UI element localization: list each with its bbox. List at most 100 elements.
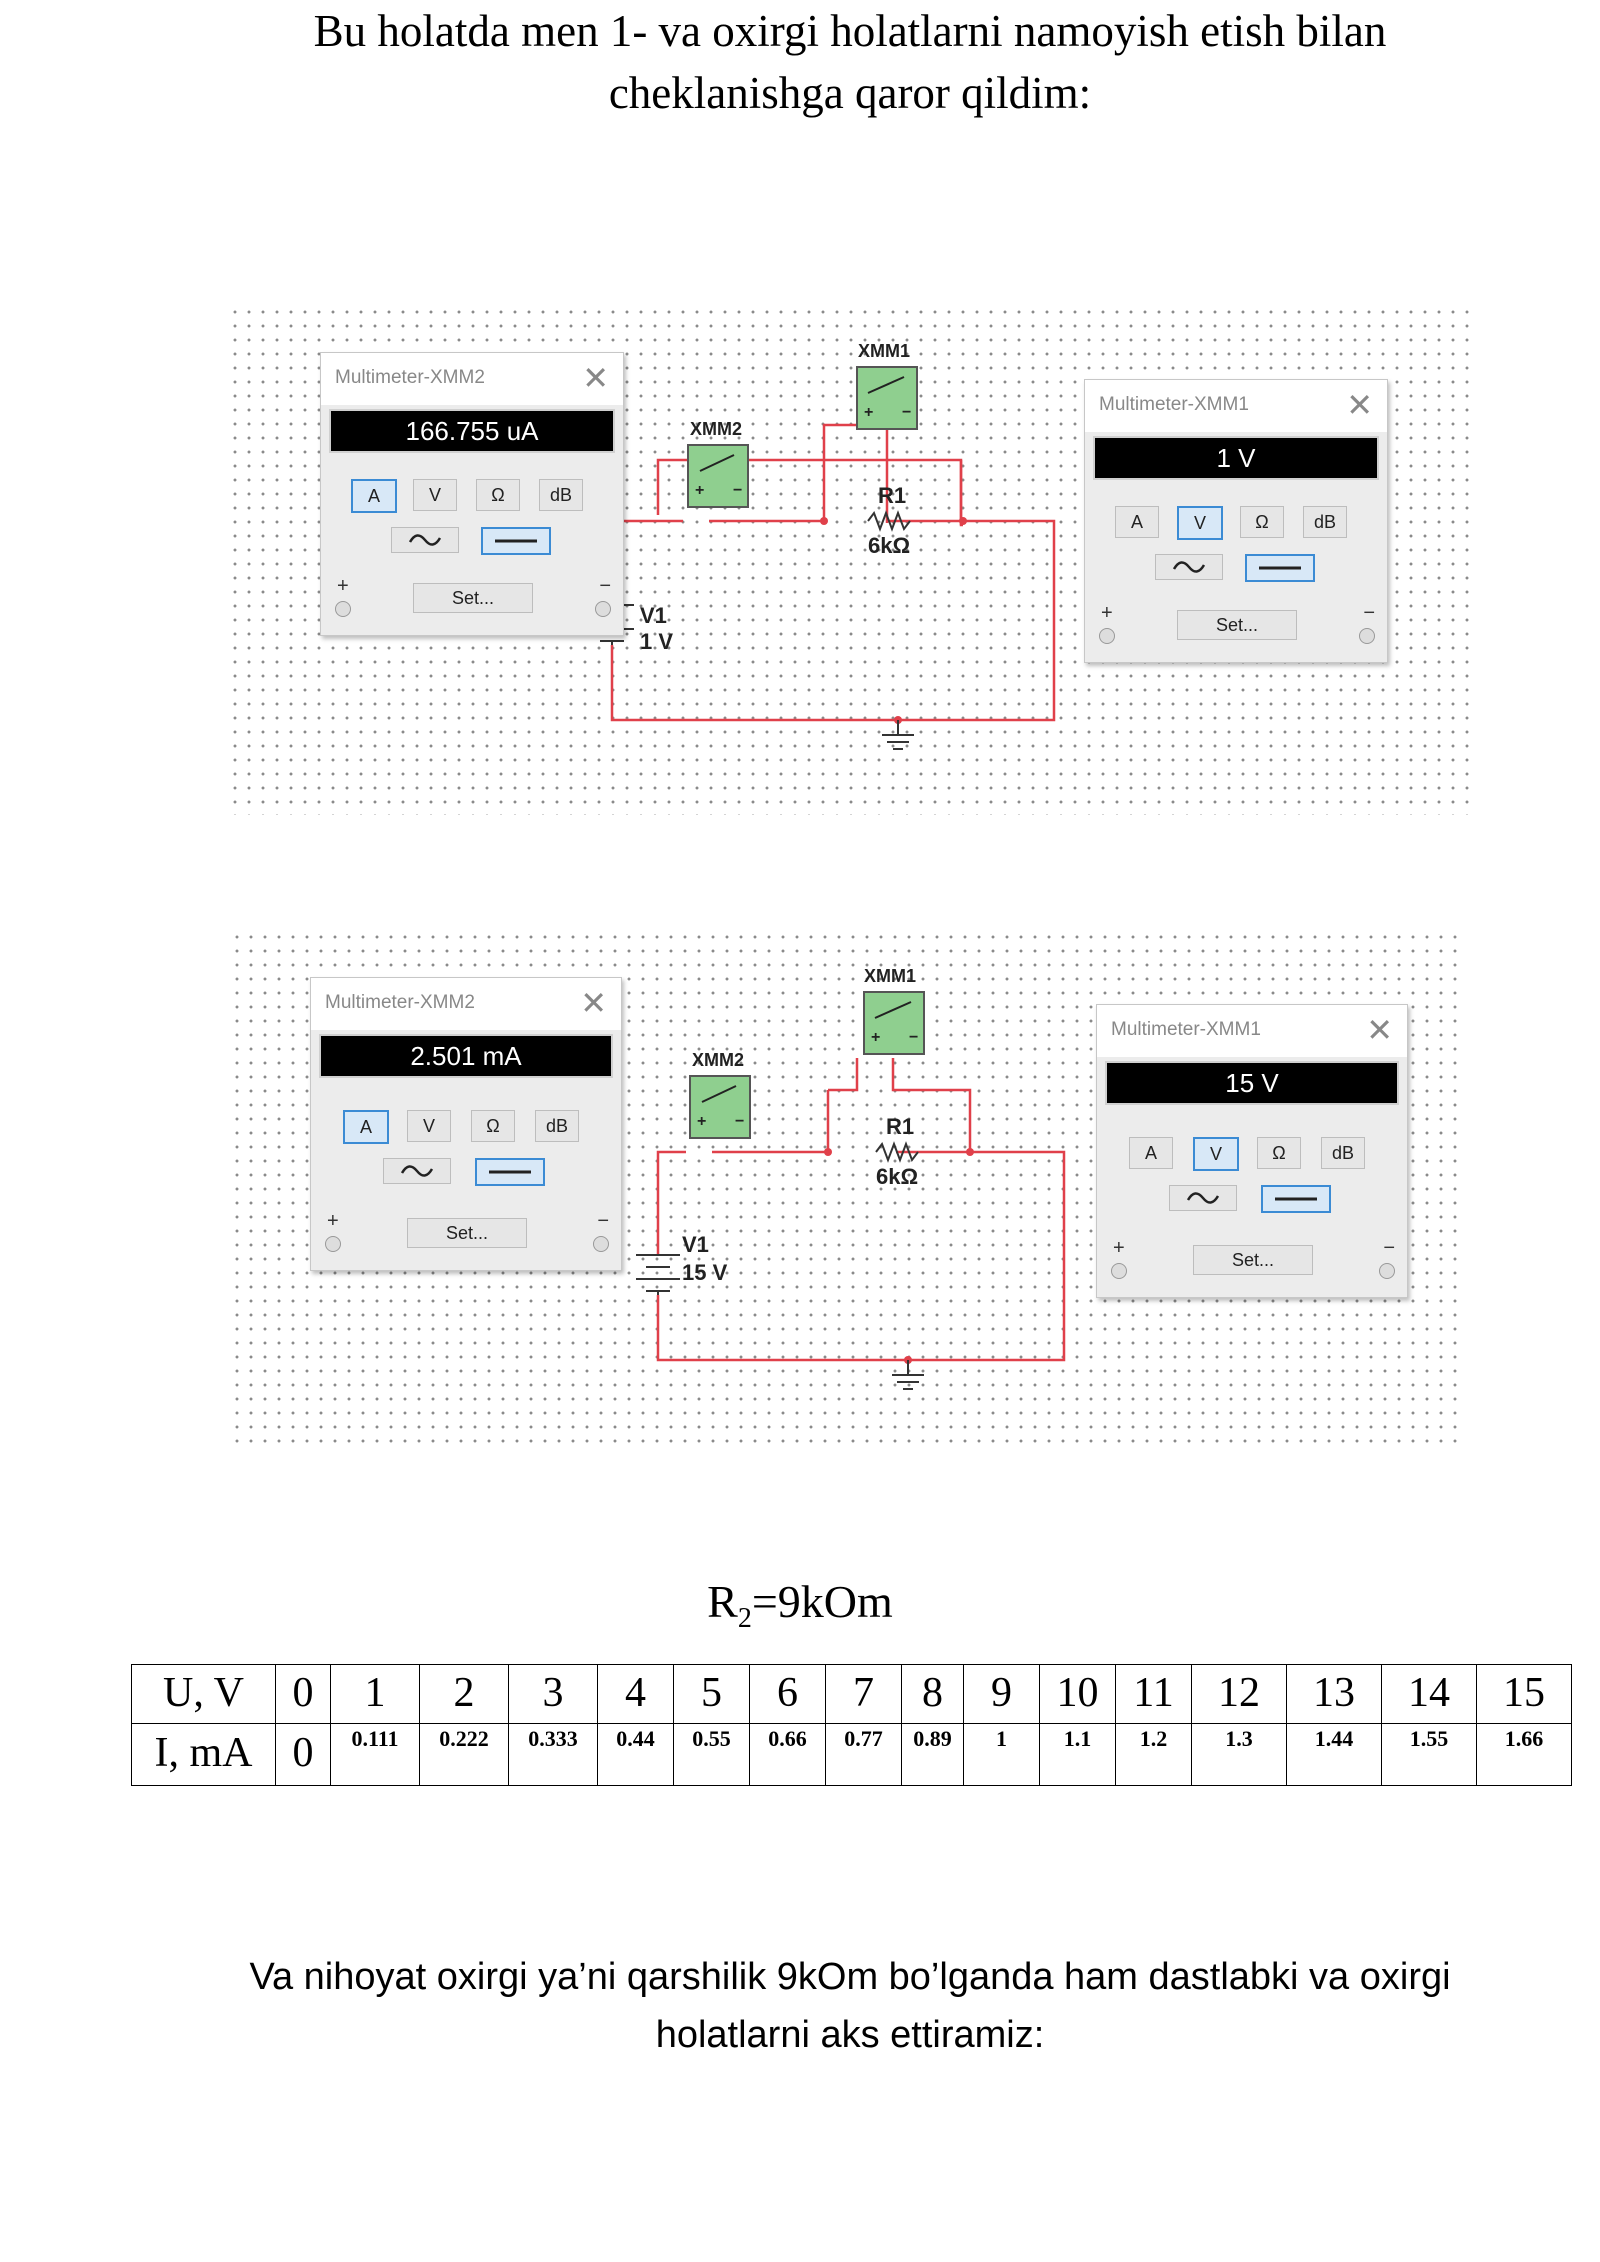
- closing-paragraph: Va nihoyat oxirgi ya’ni qarshilik 9kOm b…: [180, 1948, 1520, 2064]
- mode-button-db[interactable]: dB: [1303, 506, 1347, 538]
- current-cell: 0.44: [597, 1723, 674, 1786]
- mode-button-volt[interactable]: V: [413, 479, 457, 511]
- voltage-cell: 4: [597, 1664, 674, 1724]
- multimeter-titlebar[interactable]: Multimeter-XMM2 ✕: [321, 353, 623, 405]
- set-button[interactable]: Set...: [1193, 1245, 1313, 1275]
- r1-value: 6kΩ: [868, 533, 910, 558]
- circuit-screenshot-2: + − + − XMM1 XMM2 R1 6kΩ V1 15 V Multime…: [230, 930, 1462, 1452]
- mode-button-db[interactable]: dB: [539, 479, 583, 511]
- multimeter-display: 2.501 mA: [319, 1034, 613, 1078]
- multimeter-xmm1-window[interactable]: Multimeter-XMM1 ✕ 15 V A V Ω dB + − Set.…: [1096, 1004, 1408, 1298]
- multimeter-title: Multimeter-XMM2: [335, 367, 485, 388]
- voltage-cell: 3: [508, 1664, 598, 1724]
- set-button[interactable]: Set...: [413, 583, 533, 613]
- close-icon[interactable]: ✕: [1346, 387, 1373, 423]
- multimeter-xmm2-window[interactable]: Multimeter-XMM2 ✕ 166.755 uA A V Ω dB + …: [320, 352, 624, 636]
- minus-terminal-label: −: [599, 575, 611, 597]
- mode-button-ohm[interactable]: Ω: [1240, 506, 1284, 538]
- dc-line-icon: [489, 1170, 531, 1174]
- voltage-cell: 2: [419, 1664, 509, 1724]
- voltage-cell: 8: [901, 1664, 964, 1724]
- set-button[interactable]: Set...: [407, 1218, 527, 1248]
- xmm1-label: XMM1: [858, 341, 910, 361]
- svg-text:+: +: [697, 1113, 706, 1130]
- mode-button-ampere[interactable]: A: [343, 1110, 389, 1144]
- xmm2-label: XMM2: [690, 419, 742, 439]
- current-cell: 1.66: [1476, 1723, 1572, 1786]
- mode-button-volt[interactable]: V: [407, 1110, 451, 1142]
- dc-line-button[interactable]: [475, 1158, 545, 1186]
- r1-label: R1: [878, 483, 906, 508]
- sine-wave-icon: [400, 1165, 434, 1177]
- mode-button-db[interactable]: dB: [535, 1110, 579, 1142]
- multimeter-xmm1-window[interactable]: Multimeter-XMM1 ✕ 1 V A V Ω dB + − Set..…: [1084, 379, 1388, 663]
- voltage-cell: 5: [673, 1664, 750, 1724]
- minus-terminal[interactable]: [1379, 1263, 1395, 1279]
- plus-terminal[interactable]: [335, 601, 351, 617]
- mode-button-volt[interactable]: V: [1193, 1137, 1239, 1171]
- mode-button-ohm[interactable]: Ω: [471, 1110, 515, 1142]
- mode-button-db[interactable]: dB: [1321, 1137, 1365, 1169]
- svg-text:+: +: [864, 404, 873, 421]
- dc-line-button[interactable]: [1245, 554, 1315, 582]
- minus-terminal[interactable]: [593, 1236, 609, 1252]
- svg-text:−: −: [909, 1029, 918, 1046]
- xmm1-label: XMM1: [864, 966, 916, 986]
- plus-terminal[interactable]: [325, 1236, 341, 1252]
- xmm2-label: XMM2: [692, 1050, 744, 1070]
- current-cell: 0.333: [508, 1723, 598, 1786]
- multimeter-xmm2-window[interactable]: Multimeter-XMM2 ✕ 2.501 mA A V Ω dB + − …: [310, 977, 622, 1271]
- svg-text:−: −: [733, 482, 742, 499]
- current-cell: 1.2: [1115, 1723, 1192, 1786]
- circuit-schematic-1: + − + − XMM1 XMM2 R1 6kΩ V1 1 V: [590, 341, 1056, 750]
- dc-line-button[interactable]: [481, 527, 551, 555]
- mode-button-ohm[interactable]: Ω: [1257, 1137, 1301, 1169]
- voltage-cell: 11: [1115, 1664, 1192, 1724]
- minus-terminal[interactable]: [1359, 628, 1375, 644]
- ac-wave-button[interactable]: [1169, 1185, 1237, 1211]
- resistance-caption-prefix: R: [707, 1576, 738, 1627]
- close-icon[interactable]: ✕: [1366, 1012, 1393, 1048]
- sine-wave-icon: [408, 534, 442, 546]
- set-button[interactable]: Set...: [1177, 610, 1297, 640]
- resistance-caption: R2=9kOm: [0, 1575, 1600, 1635]
- closing-line-2: holatlarni aks ettiramiz:: [655, 2014, 1045, 2056]
- v1-value: 1 V: [640, 629, 673, 654]
- circuit-screenshot-1: + − + − XMM1 XMM2 R1 6kΩ V1 1 V Multimet…: [228, 305, 1470, 815]
- voltage-cell: 13: [1286, 1664, 1382, 1724]
- multimeter-titlebar[interactable]: Multimeter-XMM2 ✕: [311, 978, 621, 1030]
- plus-terminal[interactable]: [1099, 628, 1115, 644]
- mode-button-ohm[interactable]: Ω: [476, 479, 520, 511]
- multimeter-display: 1 V: [1093, 436, 1379, 480]
- v1-label: V1: [682, 1232, 709, 1257]
- ac-wave-button[interactable]: [383, 1158, 451, 1184]
- current-row-header: I, mA: [131, 1723, 276, 1786]
- ac-wave-button[interactable]: [1155, 554, 1223, 580]
- minus-terminal-label: −: [1383, 1237, 1395, 1259]
- current-cell: 0: [275, 1723, 331, 1786]
- multimeter-display: 166.755 uA: [329, 409, 615, 453]
- close-icon[interactable]: ✕: [580, 985, 607, 1021]
- multimeter-titlebar[interactable]: Multimeter-XMM1 ✕: [1085, 380, 1387, 432]
- mode-button-ampere[interactable]: A: [1129, 1137, 1173, 1169]
- mode-button-ampere[interactable]: A: [1115, 506, 1159, 538]
- page-heading: Bu holatda men 1- va oxirgi holatlarni n…: [240, 0, 1460, 124]
- minus-terminal-label: −: [1363, 602, 1375, 624]
- plus-terminal-label: +: [337, 575, 349, 597]
- multimeter-titlebar[interactable]: Multimeter-XMM1 ✕: [1097, 1005, 1407, 1057]
- voltage-cell: 6: [749, 1664, 826, 1724]
- ac-wave-button[interactable]: [391, 527, 459, 553]
- dc-line-button[interactable]: [1261, 1185, 1331, 1213]
- plus-terminal-label: +: [1101, 602, 1113, 624]
- dc-line-icon: [1259, 566, 1301, 570]
- current-cell: 1: [963, 1723, 1040, 1786]
- mode-button-volt[interactable]: V: [1177, 506, 1223, 540]
- resistance-caption-subscript: 2: [737, 1603, 752, 1635]
- close-icon[interactable]: ✕: [582, 360, 609, 396]
- svg-text:−: −: [735, 1113, 744, 1130]
- mode-button-ampere[interactable]: A: [351, 479, 397, 513]
- plus-terminal[interactable]: [1111, 1263, 1127, 1279]
- r1-label: R1: [886, 1114, 914, 1139]
- minus-terminal[interactable]: [595, 601, 611, 617]
